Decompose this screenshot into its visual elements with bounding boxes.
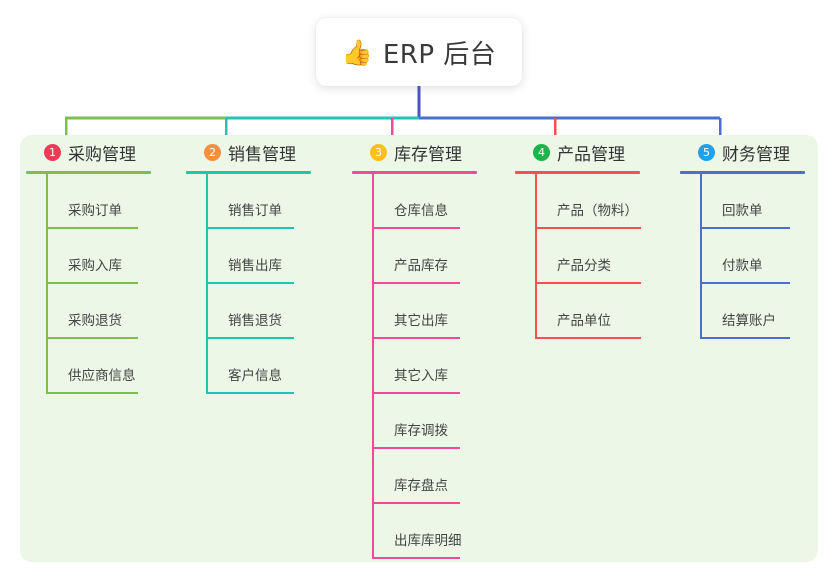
column-header-rule — [352, 171, 477, 174]
column-title: 产品管理 — [557, 144, 625, 165]
leaf-rule — [372, 447, 460, 449]
column-header-3[interactable]: 3 库存管理 — [352, 135, 477, 174]
column-1: 1 采购管理采购订单采购入库采购退货供应商信息 — [26, 135, 151, 394]
leaf-label: 回款单 — [722, 203, 763, 219]
leaf-label: 库存调拨 — [394, 423, 448, 439]
leaf-rule — [372, 502, 460, 504]
leaf-label: 销售出库 — [228, 258, 282, 274]
leaf-label: 采购退货 — [68, 313, 122, 329]
leaf-stem — [372, 504, 374, 559]
leaf-label: 销售订单 — [228, 203, 282, 219]
mindmap-panel: 1 采购管理采购订单采购入库采购退货供应商信息 2 销售管理销售订单销售出库销售退货客… — [20, 135, 818, 562]
leaf-rule — [46, 282, 138, 284]
leaf-label: 仓库信息 — [394, 203, 448, 219]
column-header-5[interactable]: 5 财务管理 — [680, 135, 805, 174]
column-4: 4 产品管理产品（物料） 产品分类产品单位 — [515, 135, 641, 339]
leaf-label: 产品（物料） — [557, 203, 638, 219]
column-title: 财务管理 — [722, 144, 790, 165]
column-title: 采购管理 — [68, 144, 136, 165]
leaf-label: 采购订单 — [68, 203, 122, 219]
column-title: 销售管理 — [228, 144, 296, 165]
column-header-4[interactable]: 4 产品管理 — [515, 135, 640, 174]
leaf-rule — [535, 282, 641, 284]
leaf-stem — [700, 284, 702, 339]
leaf-stem — [535, 174, 537, 229]
column-header-rule — [515, 171, 640, 174]
leaf-stem — [535, 284, 537, 339]
leaf-rule — [535, 227, 641, 229]
leaf-label: 付款单 — [722, 258, 763, 274]
leaf-rule — [372, 227, 460, 229]
leaf-rule — [46, 392, 138, 394]
leaf-stem — [372, 449, 374, 504]
leaf-label: 产品分类 — [557, 258, 611, 274]
root-title: ERP 后台 — [382, 39, 497, 70]
leaf-stem — [700, 229, 702, 284]
leaf-label: 客户信息 — [228, 368, 282, 384]
leaf-stem — [46, 174, 48, 229]
leaf-stem — [535, 229, 537, 284]
leaf-label: 其它入库 — [394, 368, 448, 384]
leaf-stem — [372, 284, 374, 339]
leaf-rule — [206, 282, 294, 284]
leaf-rule — [372, 282, 460, 284]
leaf-stem — [46, 339, 48, 394]
leaf-label: 产品库存 — [394, 258, 448, 274]
column-header-rule — [186, 171, 311, 174]
leaf-rule — [206, 392, 294, 394]
leaf-rule — [700, 337, 790, 339]
leaf-stem — [700, 174, 702, 229]
column-number-badge: 5 — [698, 143, 715, 161]
leaf-rule — [700, 282, 790, 284]
leaf-rule — [535, 337, 641, 339]
leaf-stem — [206, 229, 208, 284]
column-title: 库存管理 — [394, 144, 462, 165]
leaf-rule — [206, 337, 294, 339]
leaf-rule — [206, 227, 294, 229]
leaf-label: 产品单位 — [557, 313, 611, 329]
leaf-label: 库存盘点 — [394, 478, 448, 494]
leaf-stem — [206, 339, 208, 394]
leaf-label: 销售退货 — [228, 313, 282, 329]
column-header-2[interactable]: 2 销售管理 — [186, 135, 311, 174]
column-3: 3 库存管理仓库信息产品库存其它出库其它入库库存调拨库存盘点出库库明细 — [352, 135, 477, 559]
column-header-1[interactable]: 1 采购管理 — [26, 135, 151, 174]
leaf-label: 出库库明细 — [394, 533, 462, 549]
leaf-stem — [372, 229, 374, 284]
leaf-rule — [372, 337, 460, 339]
leaf-rule — [46, 337, 138, 339]
leaf-stem — [46, 284, 48, 339]
leaf-stem — [206, 284, 208, 339]
leaf-rule — [46, 227, 138, 229]
column-number-badge: 2 — [204, 143, 221, 161]
leaf-rule — [700, 227, 790, 229]
column-header-rule — [680, 171, 805, 174]
column-header-rule — [26, 171, 151, 174]
leaf-stem — [46, 229, 48, 284]
column-number-badge: 4 — [533, 143, 550, 161]
leaf-rule — [372, 557, 460, 559]
leaf-label: 其它出库 — [394, 313, 448, 329]
column-5: 5 财务管理回款单付款单结算账户 — [680, 135, 805, 339]
leaf-stem — [372, 174, 374, 229]
leaf-label: 供应商信息 — [68, 368, 136, 384]
column-number-badge: 3 — [370, 143, 387, 161]
thumbs-up-icon: 👍 — [341, 37, 373, 67]
leaf-label: 结算账户 — [722, 313, 776, 329]
root-node[interactable]: 👍 ERP 后台 — [316, 18, 522, 86]
leaf-stem — [206, 174, 208, 229]
leaf-label: 采购入库 — [68, 258, 122, 274]
column-2: 2 销售管理销售订单销售出库销售退货客户信息 — [186, 135, 311, 394]
leaf-rule — [372, 392, 460, 394]
column-number-badge: 1 — [44, 143, 61, 161]
leaf-stem — [372, 339, 374, 394]
leaf-stem — [372, 394, 374, 449]
